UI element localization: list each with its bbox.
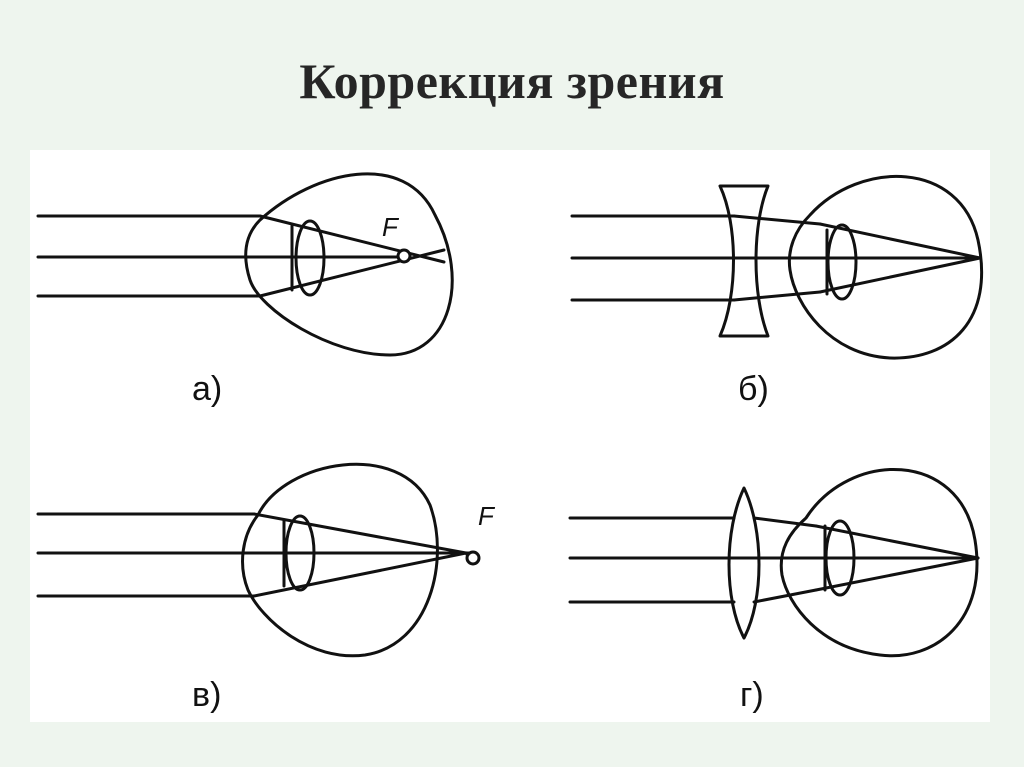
refracted-ray-bottom <box>252 551 468 598</box>
panel-label: а) <box>192 370 222 408</box>
panel-label: в) <box>192 676 221 714</box>
eyeball <box>241 462 439 658</box>
diverged-ray-bottom <box>732 290 822 302</box>
eyeball <box>787 174 984 360</box>
slide-title: Коррекция зрения <box>299 53 725 109</box>
panel-v: F в) <box>36 462 496 714</box>
refracted-ray-bottom <box>814 556 980 592</box>
panel-b: б) <box>570 174 984 408</box>
refracted-ray-top <box>258 214 446 264</box>
focus-point <box>465 550 481 566</box>
refracted-ray-bottom <box>818 256 982 294</box>
eyeball <box>244 172 454 357</box>
converged-ray-bottom <box>752 588 818 604</box>
panel-label: г) <box>740 676 764 714</box>
panel-a: F а) <box>36 172 454 408</box>
refracted-ray-top <box>252 512 468 555</box>
diverging-lens-icon <box>718 184 770 338</box>
diverged-ray-top <box>732 214 822 226</box>
refracted-ray-top <box>814 524 980 560</box>
focus-point <box>396 248 412 264</box>
converged-ray-top <box>752 516 818 528</box>
converging-lens-icon <box>727 486 761 640</box>
vision-correction-figure: F а) б) <box>30 150 990 722</box>
focus-label: F <box>382 212 400 242</box>
refracted-ray-bottom <box>258 248 446 298</box>
focus-label: F <box>478 501 496 531</box>
panel-label: б) <box>738 370 769 408</box>
refracted-ray-top <box>818 222 982 260</box>
panel-g: г) <box>568 467 980 714</box>
eyeball <box>779 467 979 658</box>
